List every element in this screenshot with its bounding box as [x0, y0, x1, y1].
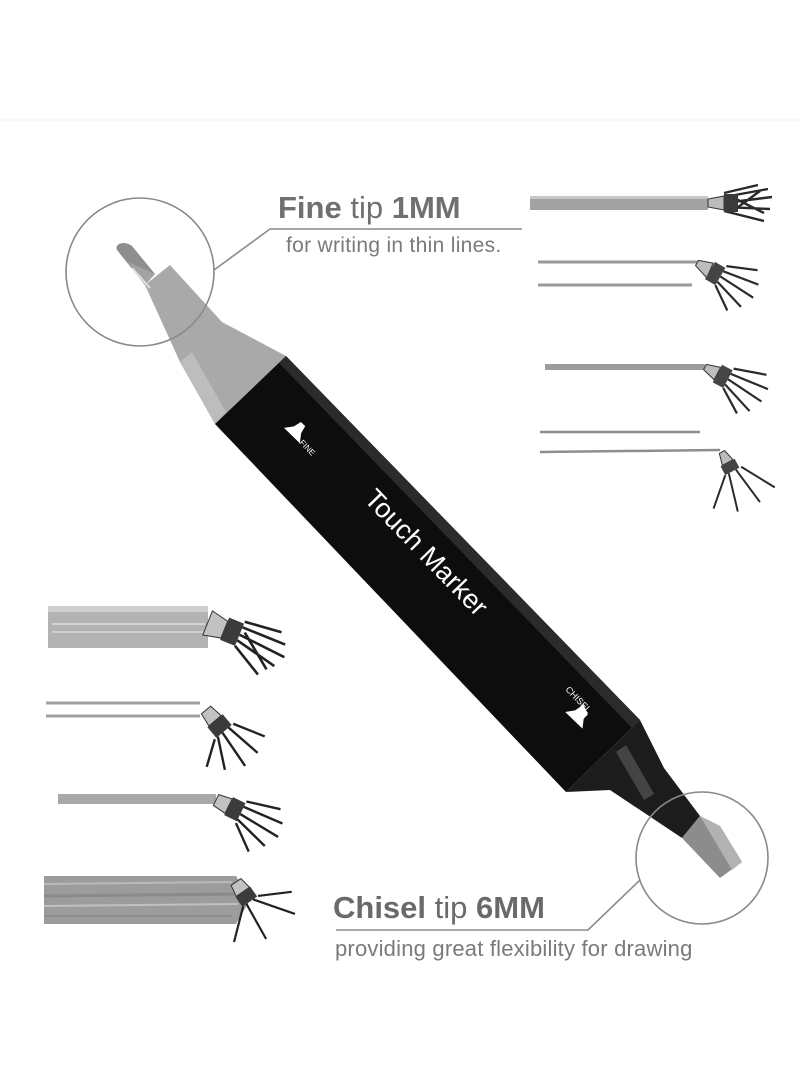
fine-tip-title: Fine tip 1MM [278, 190, 461, 226]
fine-stroke-sample-4 [539, 430, 776, 512]
fine-tip-drawing-icon [707, 183, 773, 223]
fine-tip-leader-line [213, 228, 522, 271]
chisel-tip-title-word: tip [434, 890, 468, 925]
chisel-tip-title-main: Chisel [333, 890, 427, 925]
chisel-tip-description: providing great flexibility for drawing [335, 936, 693, 961]
chisel-tip-drawing-icon [212, 793, 283, 853]
fine-tip-description: for writing in thin lines. [286, 234, 502, 257]
fine-stroke-sample-1 [530, 183, 773, 223]
fine-tip-title-main: Fine [278, 190, 342, 225]
fine-tip-title-word: tip [350, 190, 384, 225]
fine-tip-size: 1MM [391, 190, 461, 225]
chisel-stroke-sample-4 [43, 876, 296, 943]
fine-tip-callout-circle [65, 197, 215, 347]
fine-stroke-sample-2 [538, 259, 759, 311]
marker [116, 243, 742, 878]
chisel-stroke-sample-3 [58, 793, 283, 853]
chisel-nib [682, 816, 742, 878]
chisel-tip-leader-line [336, 879, 641, 931]
chisel-stroke-sample-2 [46, 701, 266, 771]
fine-cap [145, 265, 286, 424]
chisel-tip-drawing-icon [200, 705, 266, 771]
fine-end-icon [284, 421, 306, 444]
fine-tip-drawing-icon [694, 259, 759, 311]
fine-stroke-sample-3 [545, 363, 769, 414]
chisel-stroke-sample-1 [48, 606, 286, 676]
marker-barrel [215, 356, 640, 792]
chisel-tip-drawing-icon [230, 877, 296, 943]
fine-tip-drawing-icon [702, 363, 769, 414]
chisel-tip-callout-circle [635, 791, 769, 925]
chisel-tip-size: 6MM [476, 890, 545, 925]
chisel-tip-title: Chisel tip 6MM [333, 890, 545, 926]
chisel-end-icon [565, 704, 588, 729]
fine-tip-drawing-icon [712, 449, 776, 512]
chisel-tip-drawing-icon [202, 610, 286, 676]
